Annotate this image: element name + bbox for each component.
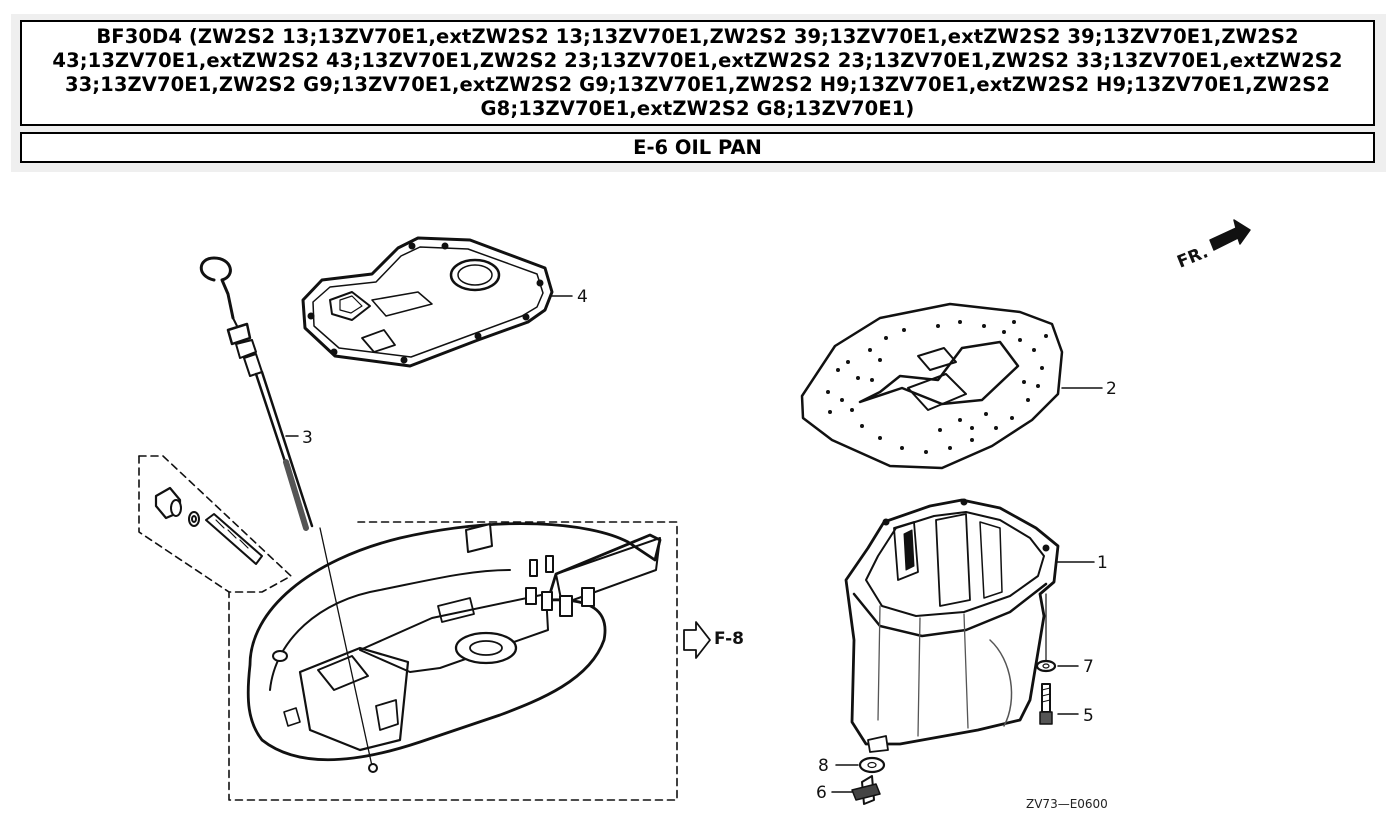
reference-label: F-8 xyxy=(714,629,744,649)
callout-2: 2 xyxy=(1106,379,1117,399)
section-title: E-6 OIL PAN xyxy=(633,136,762,159)
drawing-code: ZV73—E0600 xyxy=(1026,797,1108,811)
washer-7 xyxy=(1035,593,1079,673)
drain-bolt-parts xyxy=(154,486,263,565)
oil-case xyxy=(246,522,662,773)
callout-8: 8 xyxy=(818,756,829,776)
front-label: FR. xyxy=(1174,242,1211,272)
dipstick xyxy=(199,256,314,531)
model-title: BF30D4 (ZW2S2 13;13ZV70E1,extZW2S2 13;13… xyxy=(52,25,1343,120)
gasket-plate xyxy=(800,302,1103,470)
bolt-5 xyxy=(1039,683,1079,725)
front-arrow-icon xyxy=(1209,219,1251,251)
drain-bolt-6 xyxy=(831,775,881,805)
gasket-upper xyxy=(301,236,573,368)
callout-3: 3 xyxy=(302,428,313,448)
lower-assembly-boundary xyxy=(138,455,678,801)
callout-7: 7 xyxy=(1083,657,1094,677)
section-title-box: E-6 OIL PAN xyxy=(20,132,1375,163)
header-panel: BF30D4 (ZW2S2 13;13ZV70E1,extZW2S2 13;13… xyxy=(11,14,1386,172)
model-title-box: BF30D4 (ZW2S2 13;13ZV70E1,extZW2S2 13;13… xyxy=(20,20,1375,126)
callout-4: 4 xyxy=(577,287,588,307)
oil-pan xyxy=(844,498,1095,753)
callout-5: 5 xyxy=(1083,706,1094,726)
reference-arrow xyxy=(683,621,711,659)
callout-6: 6 xyxy=(816,783,827,803)
callout-1: 1 xyxy=(1097,553,1108,573)
washer-8 xyxy=(835,756,886,774)
